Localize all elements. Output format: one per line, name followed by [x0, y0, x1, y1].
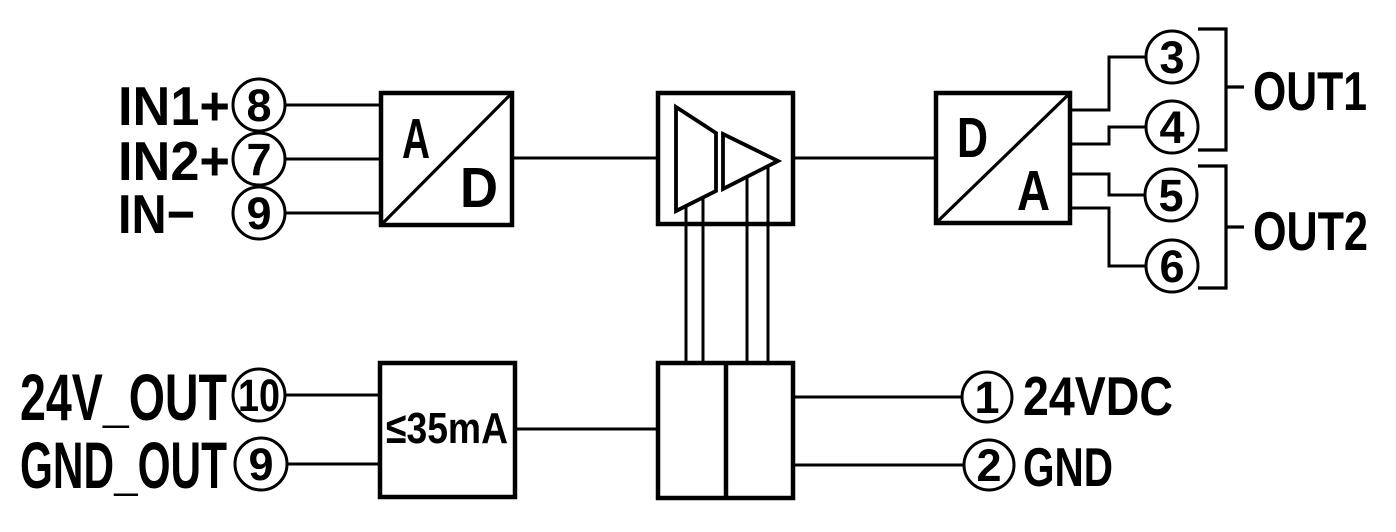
dac-letter-a: A: [1017, 159, 1050, 223]
wire-dac-to-t5: [1070, 172, 1145, 197]
wire-dac-to-t3: [1070, 55, 1146, 112]
dac-letter-d: D: [957, 106, 988, 170]
input-label-in2: IN2+: [118, 130, 230, 192]
terminals: 8 7 9 10 9 1 2 3 4 5 6: [231, 29, 1200, 492]
terminal-4-number: 4: [1159, 102, 1184, 153]
terminal-2-circle: [962, 438, 1016, 492]
terminal-6-number: 6: [1159, 241, 1184, 292]
terminal-2-number: 2: [976, 440, 1001, 491]
labels: IN1+ IN2+ IN− 24V_OUT GND_OUT OUT1 OUT2 …: [20, 60, 1368, 502]
terminal-9b-number: 9: [248, 439, 273, 490]
wires: [285, 55, 1146, 467]
terminal-5-circle: [1143, 167, 1199, 223]
terminal-1-number: 1: [974, 372, 999, 423]
adc-block-box: [378, 90, 515, 228]
dac-block-box: [933, 90, 1073, 226]
terminal-1-circle: [960, 370, 1014, 424]
terminal-10-number: 10: [238, 370, 280, 421]
out1-bracket: [1198, 27, 1228, 152]
terminal-3-number: 3: [1159, 32, 1184, 83]
adc-letter-d: D: [460, 156, 498, 220]
terminal-3-circle: [1144, 29, 1200, 85]
terminal-6-circle: [1144, 238, 1200, 294]
output-group-label-out2: OUT2: [1253, 200, 1368, 262]
current-limit-box: [377, 360, 518, 500]
current-limit-block: ≤35mA: [377, 360, 518, 500]
terminal-4-circle: [1144, 99, 1200, 155]
isolation-amp-box: [655, 90, 796, 227]
adc-diagonal: [381, 93, 512, 225]
dac-diagonal: [936, 93, 1070, 223]
input-label-inneg: IN−: [118, 183, 195, 245]
terminal-8-circle: [231, 77, 287, 133]
terminal-9-circle: [231, 185, 287, 241]
terminal-7-number: 7: [246, 134, 271, 185]
adc-letter-a: A: [402, 107, 430, 171]
amp-triangle-2-icon: [721, 130, 783, 193]
current-limit-label: ≤35mA: [386, 404, 508, 453]
output-group-label-out1: OUT1: [1253, 60, 1367, 122]
terminal-10-circle: [231, 367, 287, 423]
aux-label-24v-out: 24V_OUT: [20, 360, 227, 434]
wire-dac-to-t6: [1070, 206, 1146, 268]
aux-label-gnd-out: GND_OUT: [20, 428, 227, 502]
adc-block: A D: [378, 90, 515, 228]
input-label-in1: IN1+: [118, 75, 230, 137]
wire-dac-to-t4: [1070, 125, 1146, 146]
power-supply-block: [655, 360, 796, 501]
amp-triangle-1-icon: [674, 103, 718, 215]
output-brackets: [1198, 27, 1244, 290]
dac-block: D A: [933, 90, 1073, 226]
terminal-7-circle: [231, 131, 287, 187]
terminal-5-number: 5: [1158, 170, 1183, 221]
out2-bracket: [1198, 164, 1228, 290]
terminal-9b-circle: [233, 436, 289, 492]
supply-label-24vdc: 24VDC: [1023, 365, 1173, 427]
isolation-amp-block: [655, 90, 796, 227]
terminal-9-number: 9: [246, 188, 271, 239]
terminal-8-number: 8: [246, 80, 271, 131]
supply-label-gnd: GND: [1023, 436, 1113, 498]
